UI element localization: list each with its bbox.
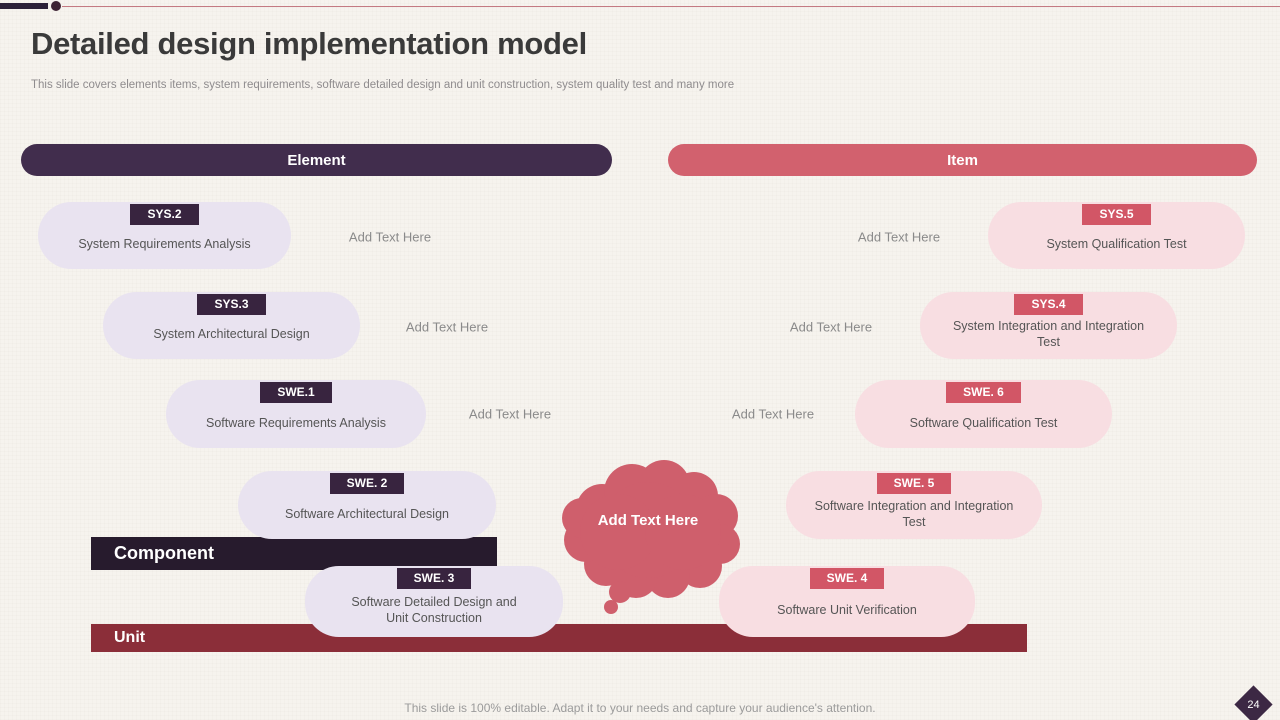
node-tag: SWE.1: [260, 382, 332, 403]
element-header-label: Element: [287, 151, 346, 169]
process-node-swe3[interactable]: SWE. 3 Software Detailed Design and Unit…: [305, 566, 563, 637]
node-tag: SYS.2: [130, 204, 199, 225]
process-node-sys4[interactable]: SYS.4 System Integration and Integration…: [920, 292, 1177, 359]
process-node-swe2[interactable]: SWE. 2 Software Architectural Design: [238, 471, 496, 539]
component-band-label: Component: [114, 543, 214, 563]
element-header-pill[interactable]: Element: [21, 144, 612, 176]
process-node-sys3[interactable]: SYS.3 System Architectural Design: [103, 292, 360, 359]
item-header-label: Item: [947, 151, 978, 169]
page-number: 24: [1247, 698, 1260, 711]
accent-dot-icon: [51, 1, 61, 11]
node-tag: SWE. 4: [809, 568, 885, 589]
process-node-sys5[interactable]: SYS.5 System Qualification Test: [988, 202, 1245, 269]
process-node-swe5[interactable]: SWE. 5 Software Integration and Integrat…: [786, 471, 1042, 539]
footer-note: This slide is 100% editable. Adapt it to…: [404, 701, 876, 715]
node-tag: SWE. 6: [946, 382, 1021, 403]
node-tag: SWE. 3: [396, 568, 472, 589]
node-tag: SYS.4: [1014, 294, 1083, 315]
node-label: System Qualification Test: [1046, 237, 1187, 251]
item-header-pill[interactable]: Item: [668, 144, 1257, 176]
thought-cloud-shape: [562, 460, 740, 614]
add-text-placeholder[interactable]: Add Text Here: [348, 229, 432, 245]
process-node-swe1[interactable]: SWE.1 Software Requirements Analysis: [166, 380, 426, 448]
node-label: System Integration and Integration Test: [952, 319, 1145, 349]
process-node-swe6[interactable]: SWE. 6 Software Qualification Test: [855, 380, 1112, 448]
component-band[interactable]: Component: [91, 537, 497, 570]
node-label: Software Detailed Design and Unit Constr…: [351, 595, 517, 625]
process-node-swe4[interactable]: SWE. 4 Software Unit Verification: [719, 566, 975, 637]
add-text-placeholder[interactable]: Add Text Here: [468, 406, 552, 422]
node-label: Software Integration and Integration Tes…: [814, 498, 1014, 529]
node-label: Software Architectural Design: [285, 506, 449, 521]
node-label: System Requirements Analysis: [78, 237, 251, 251]
node-tag: SYS.5: [1082, 204, 1151, 225]
node-tag: SWE. 2: [329, 473, 405, 494]
node-label: Software Requirements Analysis: [206, 415, 386, 430]
node-label: System Architectural Design: [153, 327, 310, 341]
add-text-placeholder[interactable]: Add Text Here: [857, 229, 941, 245]
thought-cloud[interactable]: Add Text Here: [548, 452, 748, 616]
node-tag: SYS.3: [197, 294, 266, 315]
node-tag: SWE. 5: [876, 473, 952, 494]
page-number-diamond: 24: [1234, 685, 1273, 720]
page-title: Detailed design implementation model: [31, 26, 587, 61]
add-text-placeholder[interactable]: Add Text Here: [731, 406, 815, 422]
process-node-sys2[interactable]: SYS.2 System Requirements Analysis: [38, 202, 291, 269]
add-text-placeholder[interactable]: Add Text Here: [789, 319, 873, 335]
cloud-label: Add Text Here: [597, 512, 699, 529]
top-accent-bar: [0, 3, 48, 9]
add-text-placeholder[interactable]: Add Text Here: [405, 319, 489, 335]
node-label: Software Qualification Test: [909, 415, 1058, 430]
accent-line: [62, 6, 1280, 7]
unit-band-label: Unit: [114, 629, 146, 646]
page-subtitle: This slide covers elements items, system…: [31, 79, 735, 91]
node-label: Software Unit Verification: [777, 603, 917, 617]
